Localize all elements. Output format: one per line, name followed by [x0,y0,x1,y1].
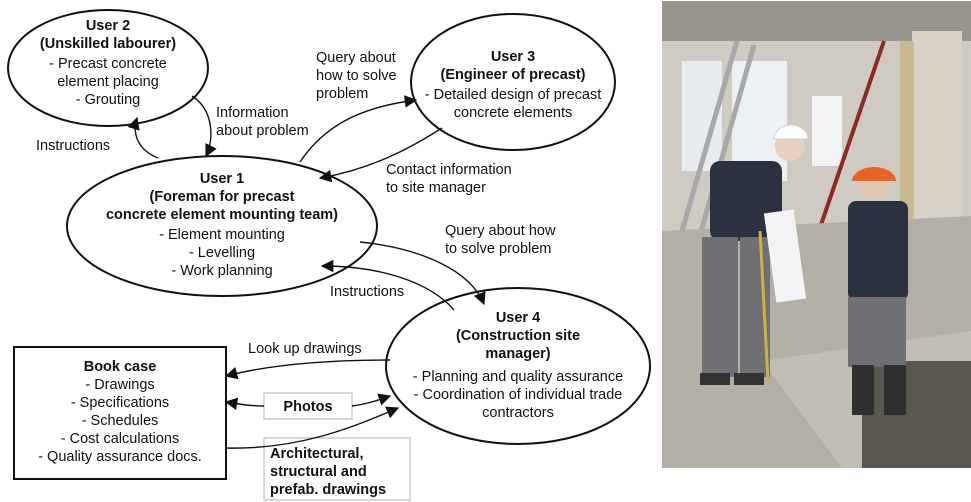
label-drawings: Architectural, [270,446,363,462]
arrow-user2-to-user1 [191,95,217,158]
bookcase-item: - Cost calculations [61,431,179,447]
label-query-user4: to solve problem [445,241,551,257]
user4-node [385,287,651,445]
label-query-user4: Query about how [445,223,556,239]
user3-node [410,13,616,151]
user1-task: - Element mounting [159,227,285,243]
user1-role: concrete element mounting team) [106,207,338,223]
label-query-user3: Query about [316,50,396,66]
drawings-box [263,437,411,501]
user4-task: contractors [482,405,554,421]
label-contact-information: to site manager [386,180,486,196]
user3-title: User 3 [491,49,535,65]
user1-task: - Work planning [171,263,272,279]
arrow-photos-user4 [351,393,392,407]
label-instructions-user2: Instructions [36,138,110,154]
label-query-user3: problem [316,86,368,102]
user2-role: (Unskilled labourer) [40,36,176,52]
user2-task: - Grouting [76,92,140,108]
user1-title: User 1 [200,171,244,187]
user3-task: - Detailed design of precast [425,87,602,103]
user-communication-diagram: User 2 (Unskilled labourer) - Precast co… [7,9,651,501]
user2-task: element placing [57,74,159,90]
bookcase-box [13,346,227,480]
arrow-user1-to-user4 [359,241,486,306]
arrow-user3-to-user1 [318,127,443,183]
user4-task: - Planning and quality assurance [413,369,623,385]
user4-title: User 4 [496,310,540,326]
construction-site-photo [662,1,971,468]
label-drawings: structural and [270,464,367,480]
user2-node [7,9,209,127]
user1-task: - Levelling [189,245,255,261]
arrow-user4-to-user1 [320,259,455,311]
arrow-drawings-user4 [225,406,400,449]
label-information-about-problem: about problem [216,123,309,139]
bookcase-item: - Drawings [85,377,154,393]
bookcase-item: - Schedules [82,413,159,429]
bookcase-title: Book case [84,359,157,375]
user4-role: manager) [485,346,550,362]
label-drawings: prefab. drawings [270,482,386,498]
user2-task: - Precast concrete [49,56,167,72]
user1-node [66,155,378,297]
label-contact-information: Contact information [386,162,512,178]
arrow-user1-to-user3 [299,95,418,163]
label-instructions-user4: Instructions [330,284,404,300]
user4-task: - Coordination of individual trade [414,387,623,403]
user3-role: (Engineer of precast) [440,67,585,83]
arrow-look-up-drawings [224,359,391,380]
user3-task: concrete elements [454,105,572,121]
bookcase-item: - Specifications [71,395,169,411]
bookcase-item: - Quality assurance docs. [38,449,202,465]
user2-title: User 2 [86,18,130,34]
user4-role: (Construction site [456,328,580,344]
arrow-photos-bookcase [224,397,265,411]
user1-role: (Foreman for precast [149,189,294,205]
label-photos: Photos [283,399,332,415]
arrow-user1-to-user2 [127,116,159,159]
label-look-up-drawings: Look up drawings [248,341,362,357]
label-query-user3: how to solve [316,68,397,84]
label-information-about-problem: Information [216,105,289,121]
photos-box [263,392,353,420]
